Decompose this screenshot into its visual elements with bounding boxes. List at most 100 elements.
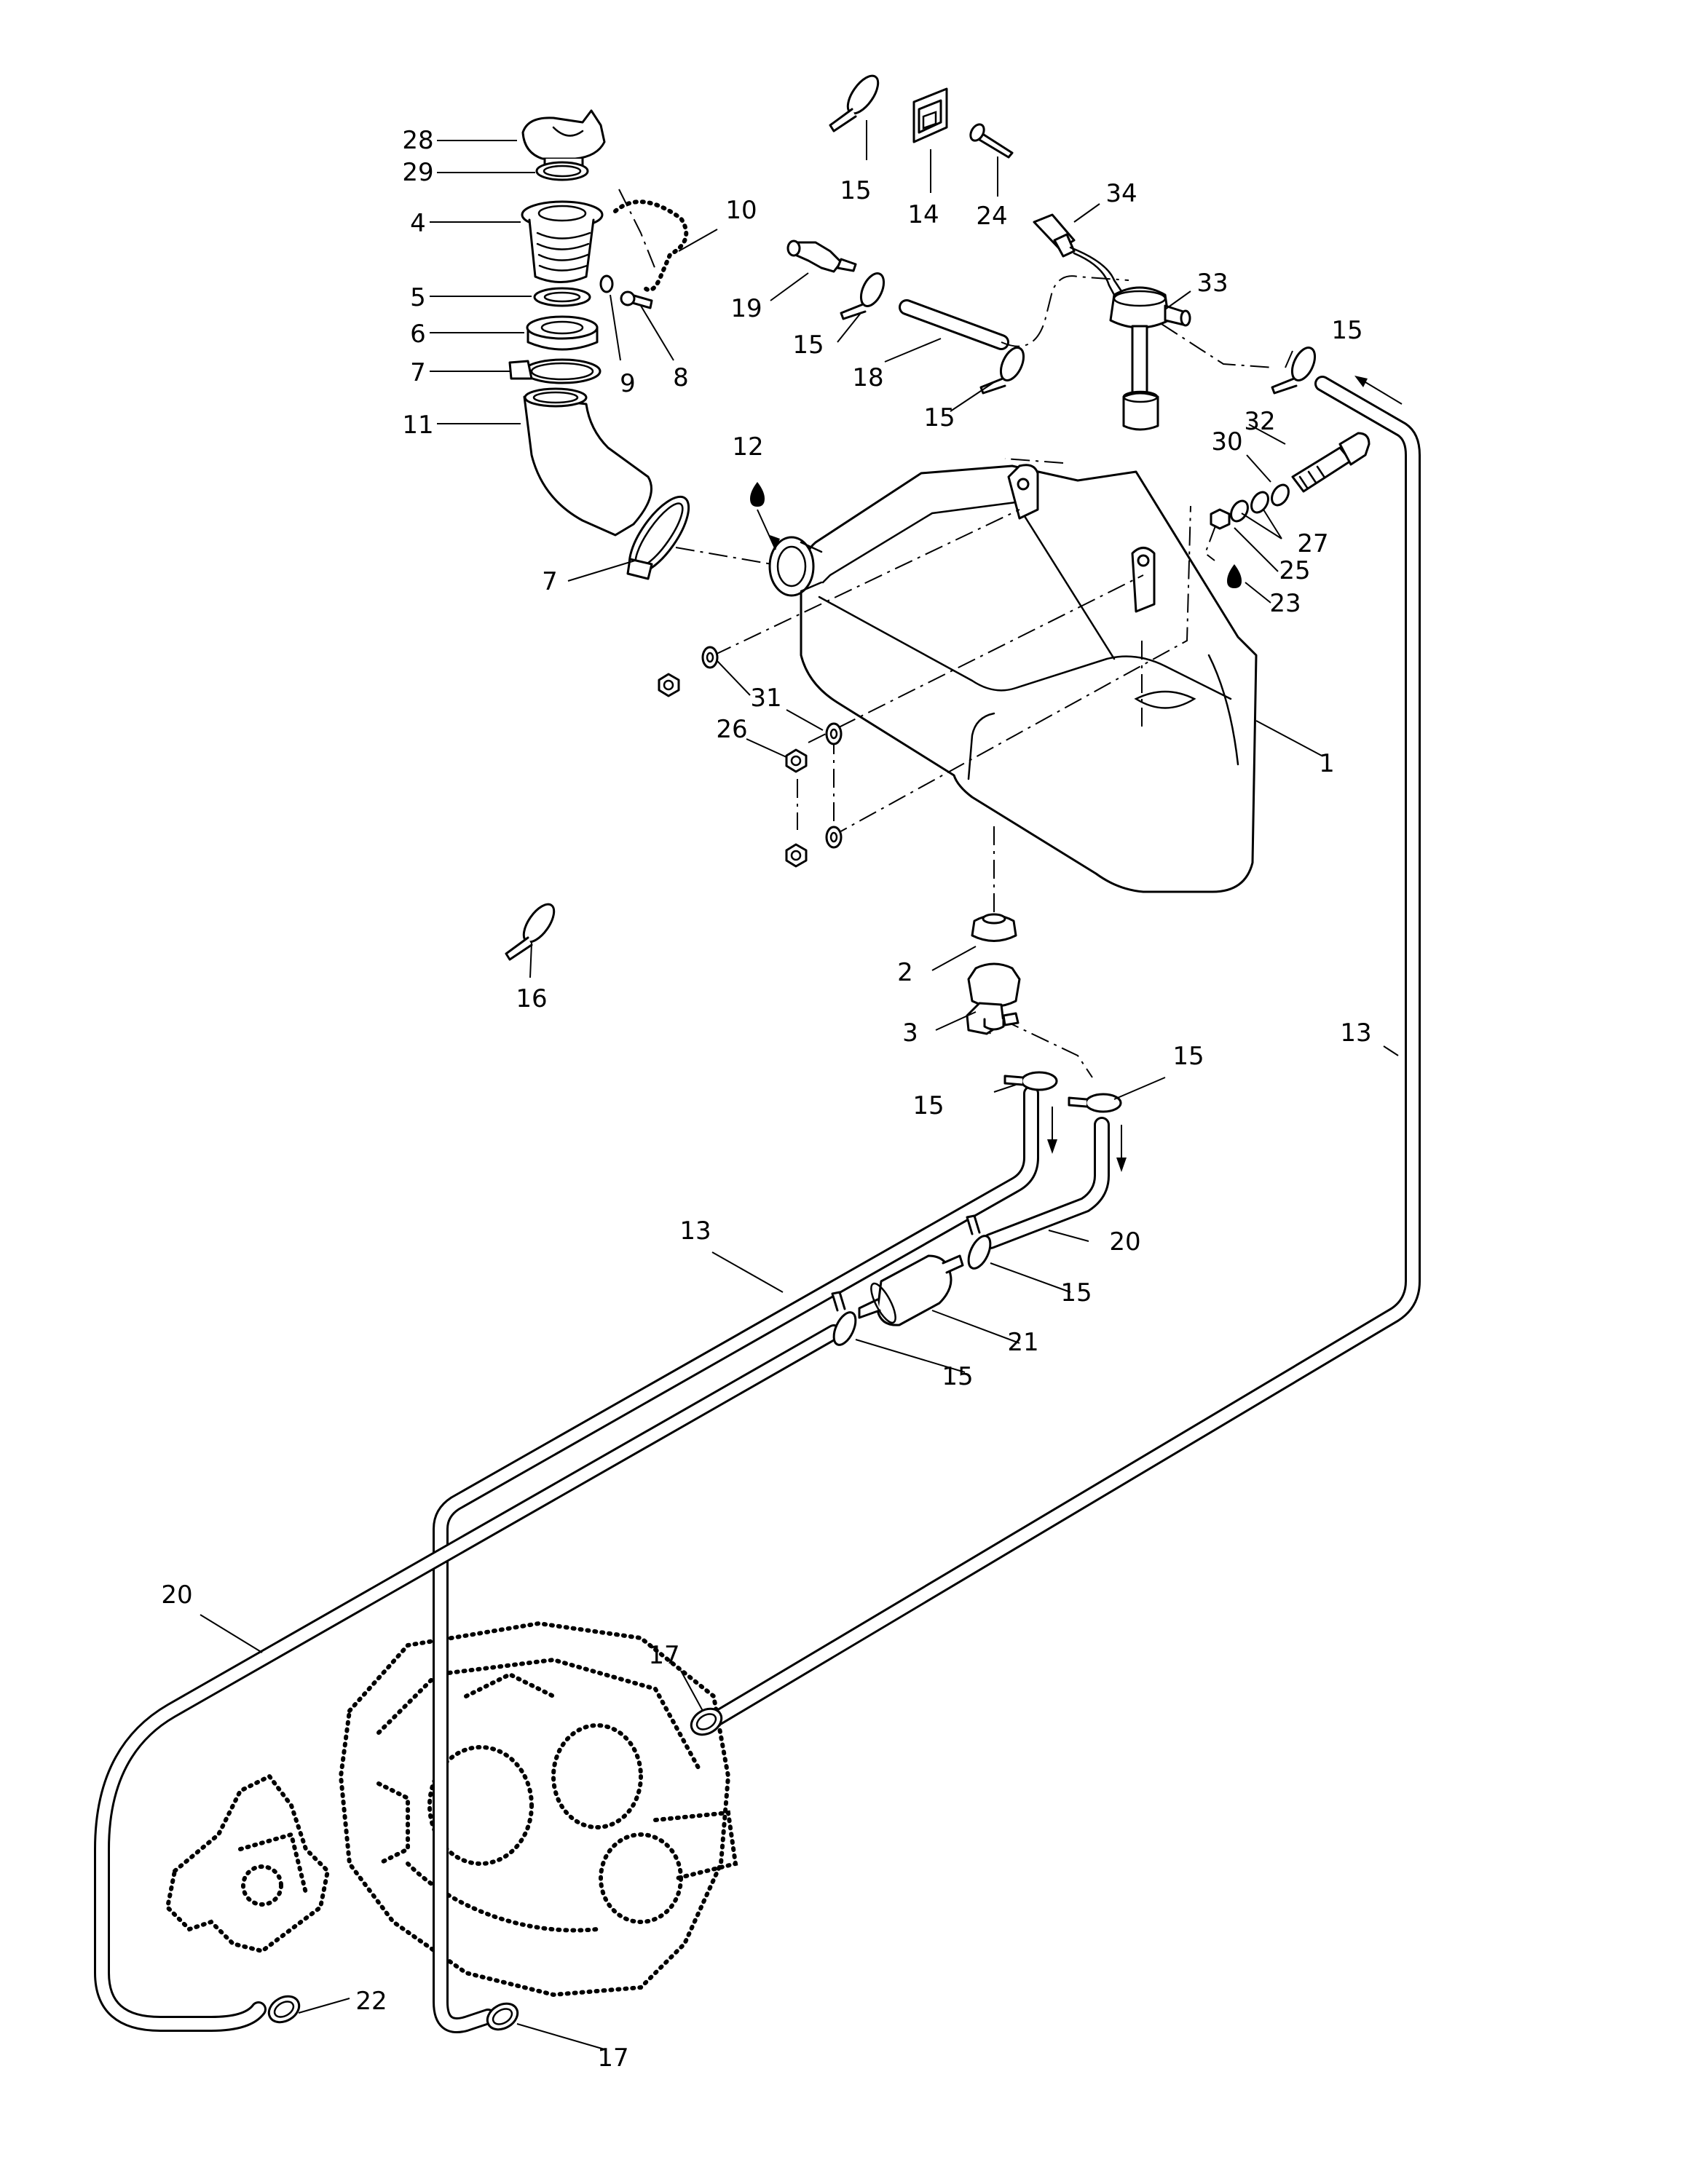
callout-22: 22: [355, 1987, 387, 2016]
callout-20-upper: 20: [1109, 1227, 1140, 1257]
tether: [613, 199, 689, 293]
callout-12: 12: [732, 432, 763, 462]
tank-nut: [658, 673, 680, 697]
callout-29: 29: [402, 158, 433, 187]
engine-block-phantom: [338, 1621, 738, 1998]
lock-nut: [1210, 508, 1231, 530]
callout-2: 2: [897, 958, 913, 987]
push-fastener: [969, 123, 1014, 159]
callout-7-lower: 7: [542, 567, 558, 596]
hose-clamp-top: [508, 358, 602, 384]
callout-9: 9: [620, 369, 636, 398]
spring-clamp: [690, 1707, 723, 1736]
callout-14: 14: [907, 200, 939, 229]
callout-15-top: 15: [840, 176, 871, 205]
tank-nut: [785, 843, 808, 868]
callout-1: 1: [1319, 749, 1335, 778]
callout-7-top: 7: [410, 358, 426, 387]
callout-labels: 28 29 4 5 6 7 11 7 10 9 8 12 15 14 24 34…: [161, 126, 1371, 2073]
filler-neck: [521, 200, 604, 283]
cable-tie: [505, 903, 556, 961]
hose-clamp: [1271, 347, 1317, 395]
callout-23: 23: [1269, 589, 1301, 618]
callout-33: 33: [1196, 269, 1228, 298]
leader-lines: [200, 120, 1399, 2050]
sensor-connector: [1033, 213, 1123, 296]
spring-clamp: [267, 1995, 301, 2024]
callout-15-outlet-left: 15: [912, 1091, 944, 1120]
callout-6: 6: [410, 320, 426, 349]
lock-washer: [1271, 483, 1290, 507]
carburetor-phantom: [165, 1773, 331, 1954]
filler-hose-elbow: [523, 387, 652, 537]
mounting-block: [912, 87, 948, 143]
fuel-level-sensor: [1109, 286, 1191, 431]
gasket: [533, 287, 591, 307]
flow-arrow-icon: [1047, 1107, 1057, 1154]
hose-20-supply-lower: [94, 1324, 842, 2032]
callout-16: 16: [516, 984, 547, 1013]
hose-clamp: [831, 1291, 857, 1346]
callout-27: 27: [1297, 529, 1328, 558]
hose-13-return: [433, 1085, 1039, 2033]
callout-15-hose: 15: [923, 403, 955, 432]
assembly-guide-lines: [618, 189, 1275, 1078]
lubricant-drop-icon: [750, 482, 780, 550]
callout-24: 24: [976, 202, 1007, 231]
fuel-tank: [768, 464, 1258, 893]
callout-15-filter-right: 15: [1060, 1278, 1092, 1307]
flow-arrow-icon: [1354, 376, 1403, 405]
callout-3: 3: [902, 1018, 918, 1048]
lubricant-drop-icon: [1227, 564, 1242, 588]
hose-clamp: [1068, 1093, 1122, 1113]
hose-20-supply-upper: [982, 1117, 1110, 1249]
hose-clamp-lower: [626, 495, 690, 580]
callout-19: 19: [730, 294, 762, 323]
hose-clamp: [966, 1214, 992, 1270]
spring-clamp: [486, 2002, 519, 2031]
hose-18-short: [899, 299, 1009, 350]
callout-11: 11: [402, 411, 433, 440]
callout-28: 28: [402, 126, 433, 155]
callout-21: 21: [1007, 1328, 1038, 1357]
callout-10: 10: [725, 196, 757, 225]
callout-15-fitting: 15: [792, 331, 824, 360]
tank-washer: [825, 722, 843, 745]
washer-small: [599, 274, 614, 293]
callout-17-lower: 17: [597, 2043, 628, 2073]
flow-arrow-icon: [1116, 1125, 1127, 1172]
fuel-fitting: [786, 240, 857, 273]
callout-30: 30: [1211, 427, 1242, 456]
fuel-filter: [858, 1254, 964, 1326]
callout-13-left: 13: [679, 1216, 711, 1246]
callout-5: 5: [410, 283, 426, 312]
tank-washer: [825, 826, 843, 849]
callout-15-vent: 15: [1331, 316, 1362, 345]
rivet: [620, 290, 653, 309]
callout-15-outlet-right: 15: [1172, 1042, 1204, 1071]
callout-31: 31: [750, 684, 781, 713]
tank-nut: [785, 748, 808, 773]
hose-clamp: [840, 272, 886, 320]
callout-15-filter-left: 15: [942, 1362, 973, 1391]
grommet: [971, 913, 1017, 942]
callout-20-lower: 20: [161, 1580, 192, 1610]
callout-8: 8: [673, 363, 689, 392]
callout-13-right: 13: [1340, 1018, 1371, 1048]
bolt: [1291, 432, 1370, 493]
hose-clamp: [1003, 1071, 1058, 1091]
callout-25: 25: [1279, 556, 1310, 585]
nut: [526, 315, 599, 351]
callout-17-upper: 17: [648, 1641, 679, 1670]
callout-32: 32: [1244, 407, 1275, 436]
callout-34: 34: [1105, 179, 1137, 208]
callout-26: 26: [716, 715, 747, 744]
hose-13-vent: [709, 376, 1421, 1726]
outlet-fitting: [966, 962, 1021, 1035]
o-ring: [535, 161, 589, 181]
tank-washer: [701, 646, 719, 669]
callout-18: 18: [852, 363, 883, 392]
flat-washer: [1230, 491, 1269, 523]
cable-tie: [829, 74, 880, 132]
